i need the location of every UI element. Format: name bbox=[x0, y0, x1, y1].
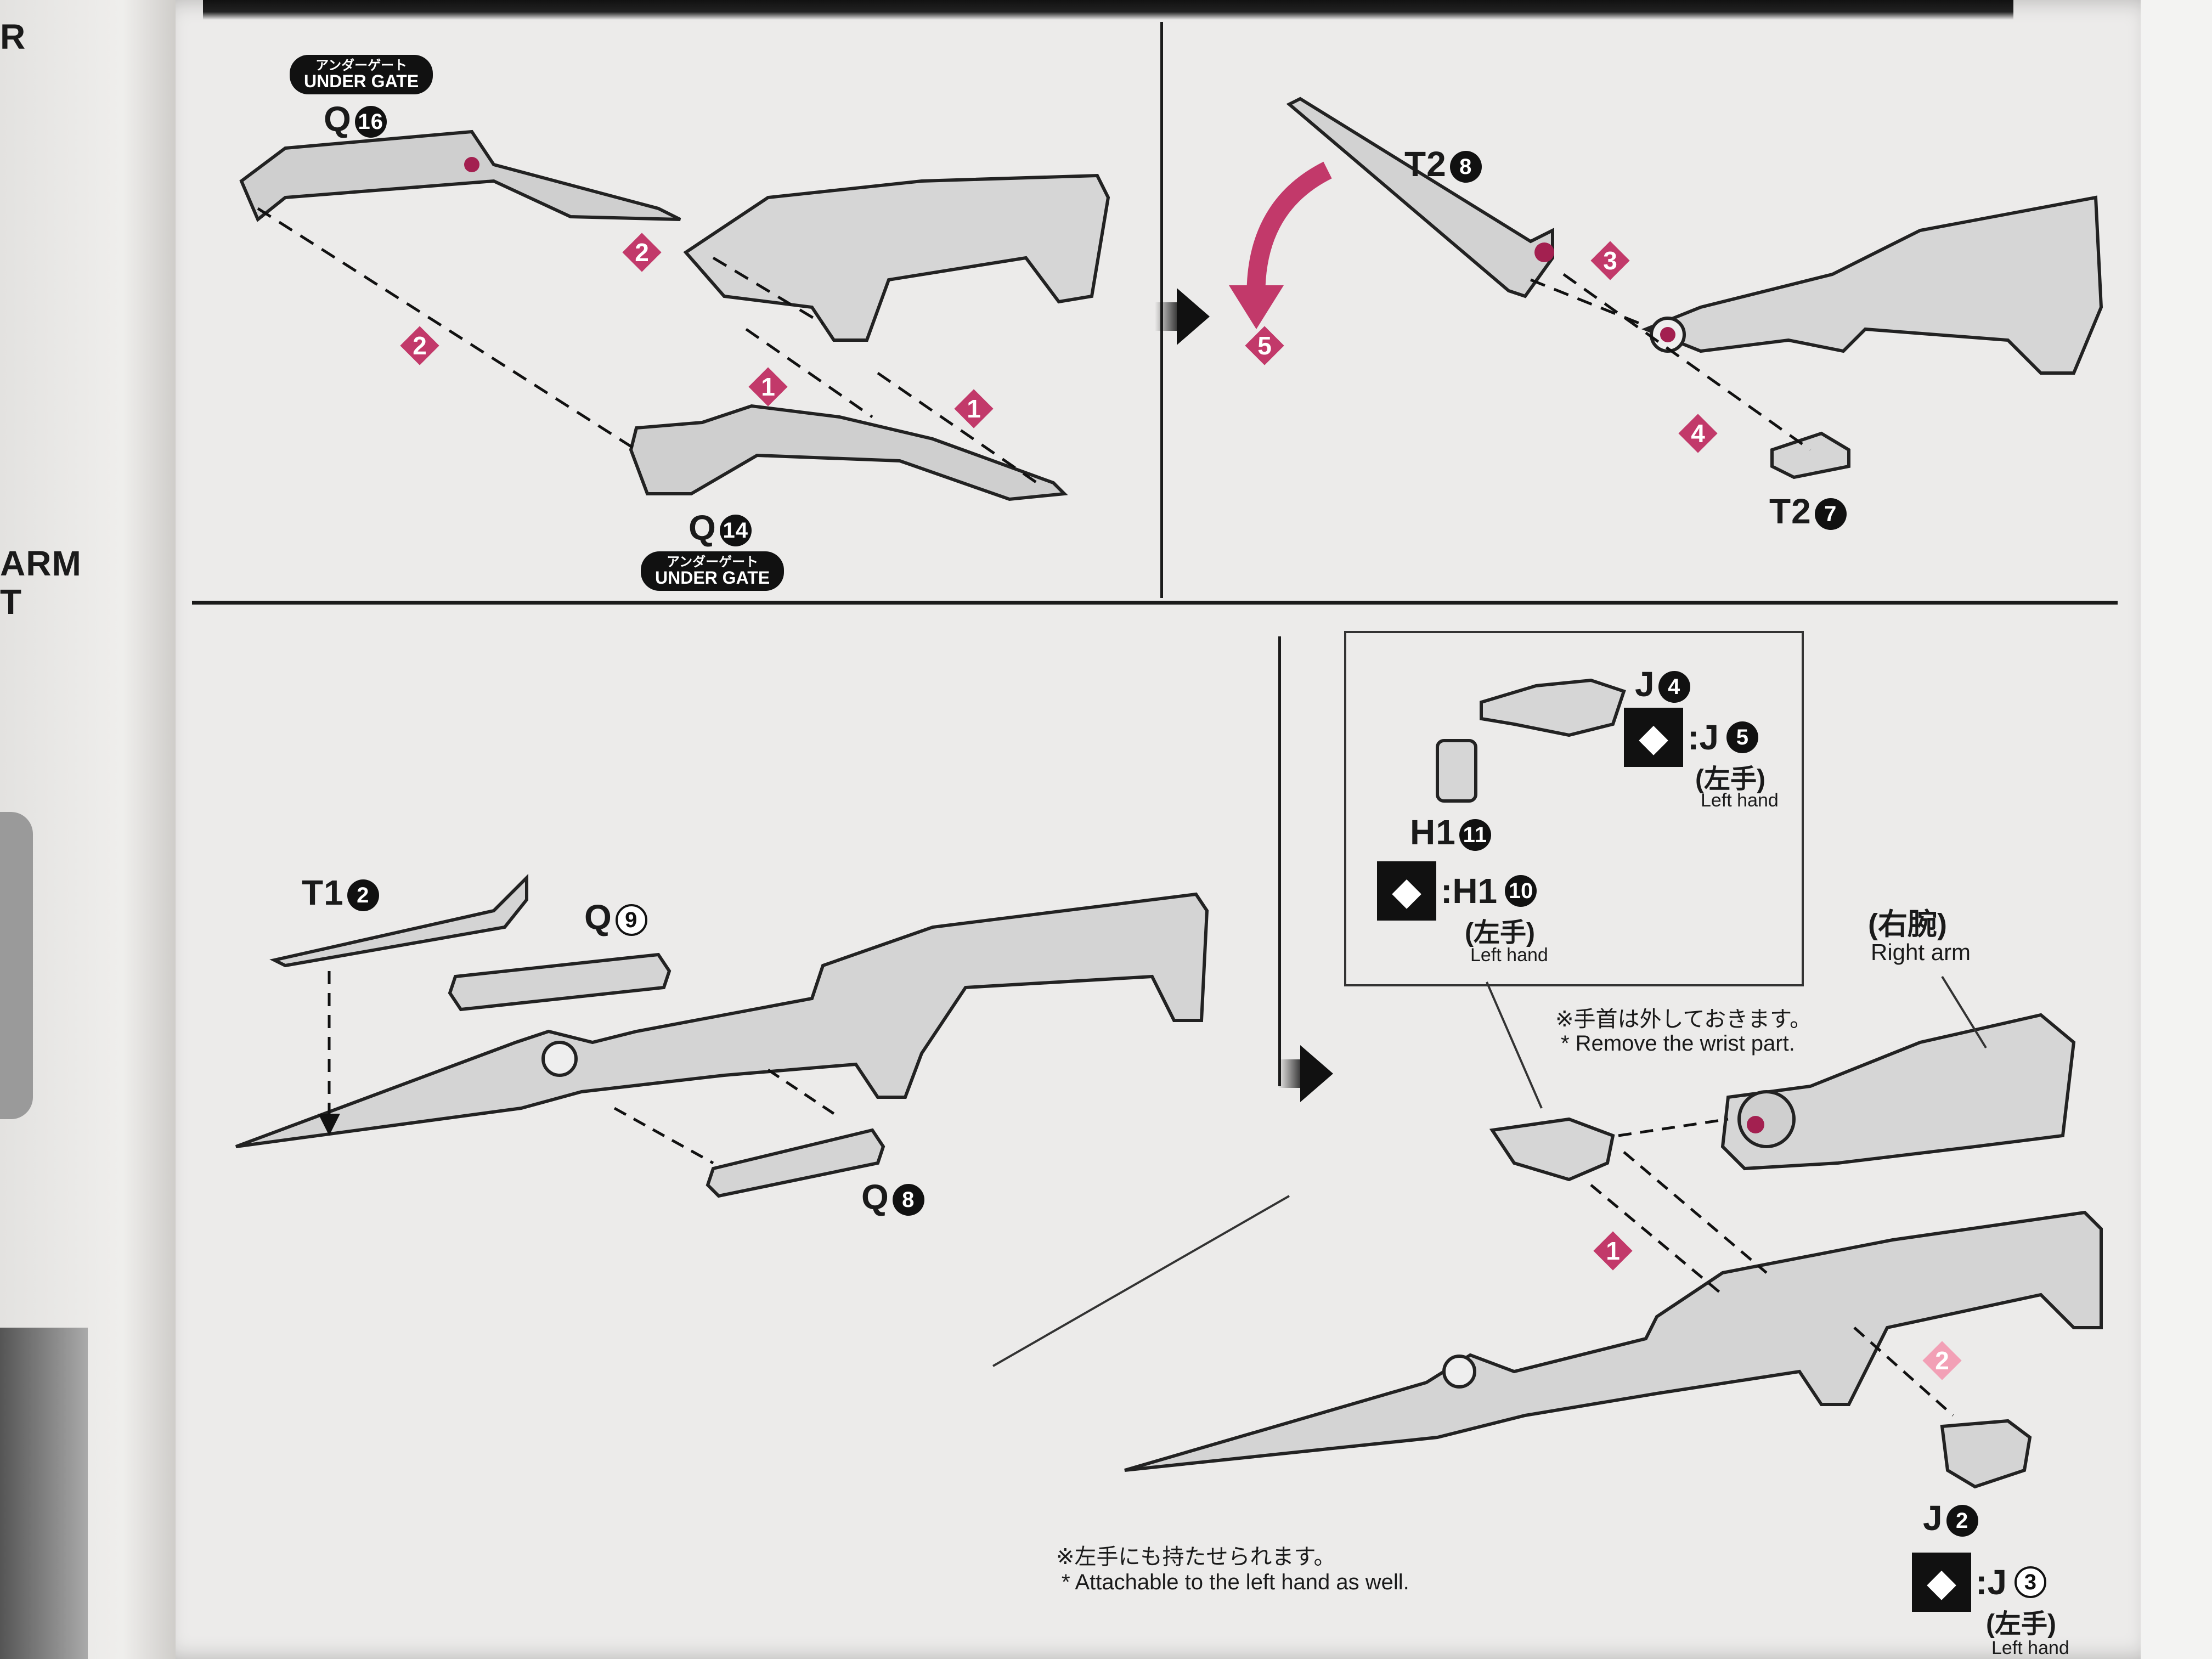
under-gate-badge-bottom: アンダーゲート UNDER GATE bbox=[641, 551, 785, 591]
step-marker-3: 3 bbox=[1590, 241, 1630, 280]
swap-icon bbox=[1912, 1553, 1971, 1612]
panel-divider-vertical-bottom bbox=[1278, 636, 1281, 1086]
guide-line-13 bbox=[1853, 1327, 1954, 1417]
next-step-arrow-bottom bbox=[1278, 1045, 1333, 1102]
step-marker-2-panel4: 2 bbox=[1922, 1341, 1962, 1380]
inset-hand-swap-box bbox=[1344, 631, 1804, 986]
pivot-peg-panel2 bbox=[1660, 327, 1675, 342]
guide-line-5 bbox=[1530, 278, 1641, 325]
next-step-arrow-top bbox=[1155, 288, 1210, 345]
part-j4-hand bbox=[1480, 678, 1626, 737]
part-rifle-body-top bbox=[683, 173, 1110, 342]
part-h1-11 bbox=[1436, 739, 1477, 803]
left-page-fragment-t: T bbox=[0, 582, 22, 622]
guide-line-8 bbox=[613, 1107, 714, 1165]
swap-h1-10-jp: (左手) bbox=[1465, 918, 1535, 947]
note-left-hand-jp: ※左手にも持たせられます。 bbox=[1056, 1545, 1336, 1569]
step-marker-1-panel4: 1 bbox=[1593, 1231, 1633, 1271]
guide-line-2 bbox=[712, 256, 824, 325]
part-rifle-assembled bbox=[235, 892, 1209, 1148]
right-edge-background bbox=[2141, 0, 2212, 1659]
guide-line-11 bbox=[1623, 1151, 1768, 1274]
note-left-hand-en: * Attachable to the left hand as well. bbox=[1062, 1570, 1409, 1594]
part-q9 bbox=[448, 952, 672, 1012]
part-q14-lower-rail bbox=[629, 404, 1068, 501]
step-marker-5: 5 bbox=[1245, 326, 1284, 365]
part-j2-hand bbox=[1940, 1419, 2032, 1489]
left-page-part-illustration bbox=[0, 812, 33, 1119]
part-rifle-body-panel2 bbox=[1641, 195, 2103, 375]
guide-line-9 bbox=[767, 1068, 835, 1115]
part-rifle-final bbox=[1124, 1210, 2103, 1472]
peg-q16 bbox=[464, 157, 479, 172]
step-marker-1b: 1 bbox=[954, 389, 994, 428]
swap-j3-en: Left hand bbox=[1991, 1638, 2069, 1658]
pivot-panel3 bbox=[541, 1041, 578, 1077]
swap-j3-jp: (左手) bbox=[1986, 1610, 2056, 1639]
step-marker-2b: 2 bbox=[400, 326, 439, 365]
guide-line-1 bbox=[257, 207, 637, 452]
swap-icon bbox=[1377, 861, 1436, 921]
inset-pointer bbox=[1486, 981, 1543, 1109]
part-q16-rail bbox=[239, 129, 681, 222]
step-marker-1a: 1 bbox=[748, 367, 788, 407]
rotate-arrow bbox=[1246, 161, 1332, 308]
left-page-fragment-arm: ARM bbox=[0, 544, 82, 583]
left-page: R ARM T bbox=[0, 0, 176, 1659]
guide-line-10 bbox=[1590, 1184, 1724, 1296]
peg-t2-8 bbox=[1534, 242, 1554, 262]
under-gate-badge-top: アンダーゲート UNDER GATE bbox=[290, 55, 433, 94]
part-hand bbox=[1489, 1117, 1615, 1182]
swap-j5: :J5 bbox=[1624, 708, 1758, 767]
guide-line-6 bbox=[1562, 273, 1812, 452]
guide-line-3 bbox=[745, 328, 873, 419]
step-marker-2a: 2 bbox=[622, 233, 662, 272]
guide-arrow-7 bbox=[318, 1114, 340, 1136]
left-page-dark-block bbox=[0, 1328, 88, 1659]
right-arm-pointer bbox=[1941, 975, 1987, 1049]
swap-j3: :J3 bbox=[1912, 1553, 2046, 1612]
swap-h1-10-en: Left hand bbox=[1470, 945, 1548, 966]
part-t2-7 bbox=[1770, 431, 1850, 479]
top-header-band bbox=[203, 0, 2013, 20]
part-q8 bbox=[706, 1128, 885, 1198]
pivot-panel4 bbox=[1442, 1355, 1476, 1389]
note-remove-wrist-en: * Remove the wrist part. bbox=[1561, 1031, 1795, 1056]
part-right-arm bbox=[1720, 1013, 2076, 1171]
right-arm-label-en: Right arm bbox=[1871, 939, 1971, 965]
rotate-arrow-head bbox=[1229, 285, 1284, 329]
left-page-fragment-top: R bbox=[0, 17, 26, 57]
swap-j5-jp: (左手) bbox=[1695, 765, 1765, 794]
note-pointer bbox=[992, 1195, 1290, 1367]
right-arm-label-jp: (右腕) bbox=[1868, 908, 1947, 941]
guide-line-12 bbox=[1618, 1118, 1729, 1137]
arm-joint-peg bbox=[1747, 1116, 1764, 1133]
guide-line-4 bbox=[877, 371, 1038, 484]
swap-icon bbox=[1624, 708, 1683, 767]
arm-joint bbox=[1737, 1090, 1796, 1148]
part-t1-2 bbox=[269, 873, 528, 968]
step-marker-4: 4 bbox=[1678, 414, 1718, 453]
part-t2-8-rod bbox=[1286, 97, 1554, 298]
note-remove-wrist-jp: ※手首は外しておきます。 bbox=[1555, 1007, 1812, 1031]
panel-divider-horizontal bbox=[192, 601, 2118, 605]
swap-j5-en: Left hand bbox=[1701, 790, 1779, 811]
